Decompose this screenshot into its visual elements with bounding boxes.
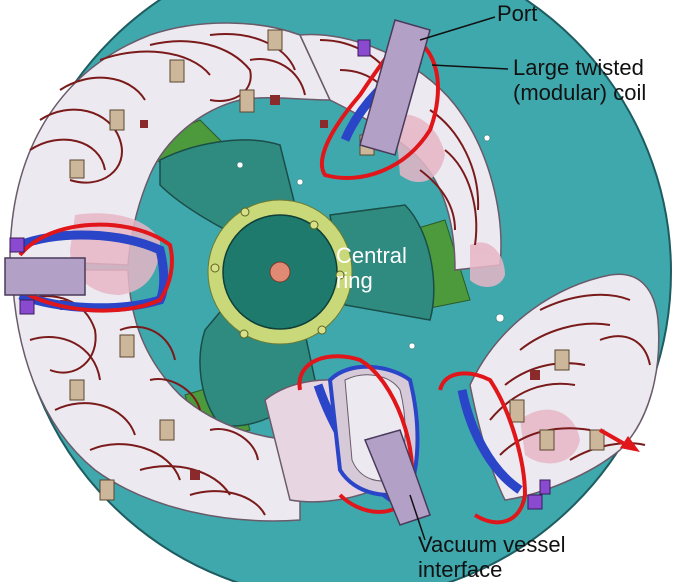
ports [4, 19, 431, 526]
label-port: Port [497, 1, 537, 26]
coil-top [319, 33, 440, 180]
plate-holes [236, 134, 505, 350]
port-flange-tabs [9, 39, 551, 510]
hub [269, 261, 291, 283]
port-left [4, 257, 86, 296]
label-coil-line2: (modular) coil [513, 80, 647, 106]
label-modular-coil: Large twisted (modular) coil [513, 55, 646, 106]
label-ring-line2: ring [336, 268, 373, 294]
label-port-text: Port [497, 1, 538, 26]
coil-bottom-right [438, 371, 528, 525]
ring-bolts [210, 207, 345, 339]
coil-bottom-middle [297, 354, 415, 514]
leader-lines [409, 16, 509, 541]
label-central-ring: Central ring [336, 243, 407, 294]
modular-coils [18, 33, 528, 525]
label-vv-line2: interface [418, 557, 503, 582]
label-coil-line1: Large twisted [513, 55, 644, 80]
port-bottom [363, 429, 431, 526]
winding-brackets [69, 29, 605, 501]
label-ring-line1: Central [336, 243, 407, 268]
label-vacuum-vessel-interface: Vacuum vessel interface [418, 532, 566, 582]
vessel-windings [24, 33, 651, 516]
label-vv-line1: Vacuum vessel [418, 532, 566, 557]
coil-left [18, 222, 174, 313]
sector-direction-arrow [599, 428, 640, 452]
vessel-lower-left [11, 269, 301, 522]
port-top [359, 19, 431, 156]
